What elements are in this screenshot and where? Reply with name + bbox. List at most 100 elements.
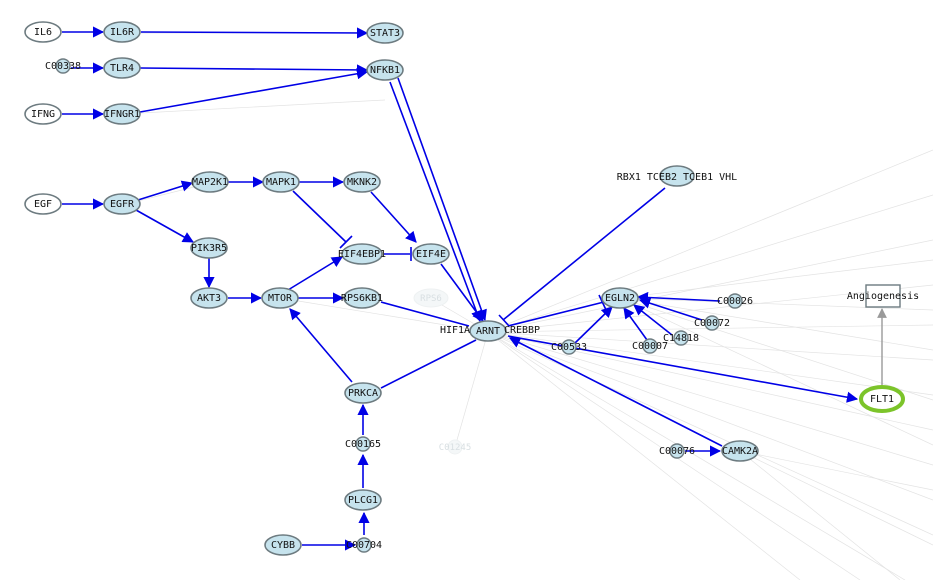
label-cybb: CYBB: [271, 540, 295, 551]
edge-eif4e-hif1a: [440, 263, 484, 322]
label-akt3: AKT3: [197, 293, 221, 304]
label-c00338: C00338: [45, 61, 81, 72]
label-pik3r5: PIK3R5: [191, 243, 227, 254]
node-eif4ebp1[interactable]: [341, 243, 383, 265]
label-mtor: MTOR: [268, 293, 293, 304]
edge-tlr4-nfkb1: [139, 64, 369, 76]
edge-c14818-egln2: [633, 304, 673, 336]
label-arnt: ARNT: [476, 326, 500, 337]
label-crebbp: CREBBP: [504, 325, 540, 336]
node-cybb[interactable]: [264, 534, 302, 556]
label-c14818: C14818: [663, 333, 699, 344]
edge-c00072-egln2: [638, 297, 703, 321]
label-c00026: C00026: [717, 296, 753, 307]
node-c00026[interactable]: [727, 293, 743, 309]
ghost-nodes: RPS6 C01245: [413, 288, 472, 455]
edges: [62, 26, 887, 551]
node-rps6kb1[interactable]: [343, 287, 381, 309]
label-vhl-complex: RBX1 TCEB2 TCEB1 VHL: [617, 172, 737, 183]
edge-egfr-map2k1: [137, 180, 194, 201]
node-egfr[interactable]: [103, 193, 141, 215]
label-prkca: PRKCA: [348, 388, 378, 399]
label-egln2: EGLN2: [605, 293, 635, 304]
label-il6r: IL6R: [110, 27, 135, 38]
node-ifng[interactable]: [24, 103, 62, 125]
node-stat3[interactable]: [366, 22, 404, 44]
label-camk2a: CAMK2A: [722, 446, 758, 457]
node-plcg1[interactable]: [344, 489, 382, 511]
node-akt3[interactable]: [190, 287, 228, 309]
node-prkca[interactable]: [344, 382, 382, 404]
node-egf[interactable]: [24, 193, 62, 215]
node-nfkb1[interactable]: [366, 59, 404, 81]
label-nfkb1: NFKB1: [370, 65, 400, 76]
node-eif4e[interactable]: [412, 243, 450, 265]
label-egfr: EGFR: [110, 199, 135, 210]
label-mknk2: MKNK2: [347, 177, 377, 188]
node-pik3r5[interactable]: [190, 237, 228, 259]
label-c01245: C01245: [439, 443, 472, 453]
node-c00533[interactable]: [561, 339, 577, 355]
label-ifng: IFNG: [31, 109, 55, 120]
inhibit-bar-eif4ebp1: [339, 235, 353, 249]
node-ifngr1[interactable]: [103, 103, 141, 125]
edge-c00007-egln2: [623, 307, 648, 341]
node-il6[interactable]: [24, 21, 62, 43]
label-mapk1: MAPK1: [266, 177, 296, 188]
label-c00533: C00533: [551, 342, 587, 353]
node-map2k1[interactable]: [191, 171, 229, 193]
node-c14818[interactable]: [673, 330, 689, 346]
label-rps6kb1: RPS6KB1: [341, 293, 383, 304]
node-c00007[interactable]: [642, 338, 658, 354]
node-c00076[interactable]: [669, 443, 685, 459]
node-tlr4[interactable]: [103, 57, 141, 79]
label-eif4ebp1: EIF4EBP1: [338, 249, 386, 260]
edge-stat3-hif1a: [397, 77, 487, 322]
node-camk2a[interactable]: [721, 440, 759, 462]
node-egln2[interactable]: [601, 287, 639, 309]
ghost-node-rps6: [413, 288, 449, 308]
nodes: IL6 IFNG EGF IL6R STAT3 TLR4 NFKB1 IFNGR…: [24, 21, 919, 556]
node-flt1[interactable]: [859, 385, 905, 413]
node-arnt[interactable]: [469, 320, 507, 342]
label-c00165: C00165: [345, 439, 381, 450]
node-c00338[interactable]: [55, 58, 71, 74]
edge-c00026-egln2: [636, 291, 721, 304]
edge-rps6kb1-hif1a: [380, 301, 470, 327]
edge-egln2-hif1a: [507, 301, 605, 327]
node-mtor[interactable]: [261, 287, 299, 309]
edge-nfkb1-hif1a: [389, 81, 482, 323]
node-mknk2[interactable]: [343, 171, 381, 193]
label-stat3: STAT3: [370, 28, 400, 39]
edge-il6r-stat3: [140, 27, 369, 39]
node-c00165[interactable]: [355, 436, 371, 452]
label-egf: EGF: [34, 199, 52, 210]
edge-prkca-hif1a: [380, 339, 477, 389]
inhibit-bar-hif1a-vhl: [498, 314, 510, 327]
edge-egfr-pik3r5: [135, 209, 194, 243]
label-angiogenesis: Angiogenesis: [847, 291, 919, 302]
inhibit-bar-egln2: [598, 294, 608, 313]
edge-mknk2-eif4e: [370, 191, 417, 243]
edge-ifngr1-nfkb1: [139, 68, 369, 113]
label-map2k1: MAP2K1: [192, 177, 228, 188]
label-plcg1: PLCG1: [348, 495, 378, 506]
edge-vhl-hif1a: [502, 187, 666, 321]
node-mapk1[interactable]: [262, 171, 300, 193]
edge-c00533-egln2: [574, 306, 613, 344]
node-il6r[interactable]: [103, 21, 141, 43]
edge-prkca-mtor: [289, 308, 353, 383]
label-il6: IL6: [34, 27, 52, 38]
node-c00072[interactable]: [704, 315, 720, 331]
node-angiogenesis[interactable]: [865, 284, 901, 308]
node-c00704[interactable]: [356, 537, 372, 553]
label-c00072: C00072: [694, 318, 730, 329]
label-hif1a: HIF1A: [440, 325, 470, 336]
label-c00007: C00007: [632, 341, 668, 352]
label-c00076: C00076: [659, 446, 695, 457]
label-tlr4: TLR4: [110, 63, 134, 74]
label-ifngr1: IFNGR1: [104, 109, 140, 120]
label-flt1: FLT1: [870, 394, 894, 405]
edge-mtor-eif4ebp1: [287, 256, 343, 291]
node-vhl-complex[interactable]: [659, 165, 695, 187]
